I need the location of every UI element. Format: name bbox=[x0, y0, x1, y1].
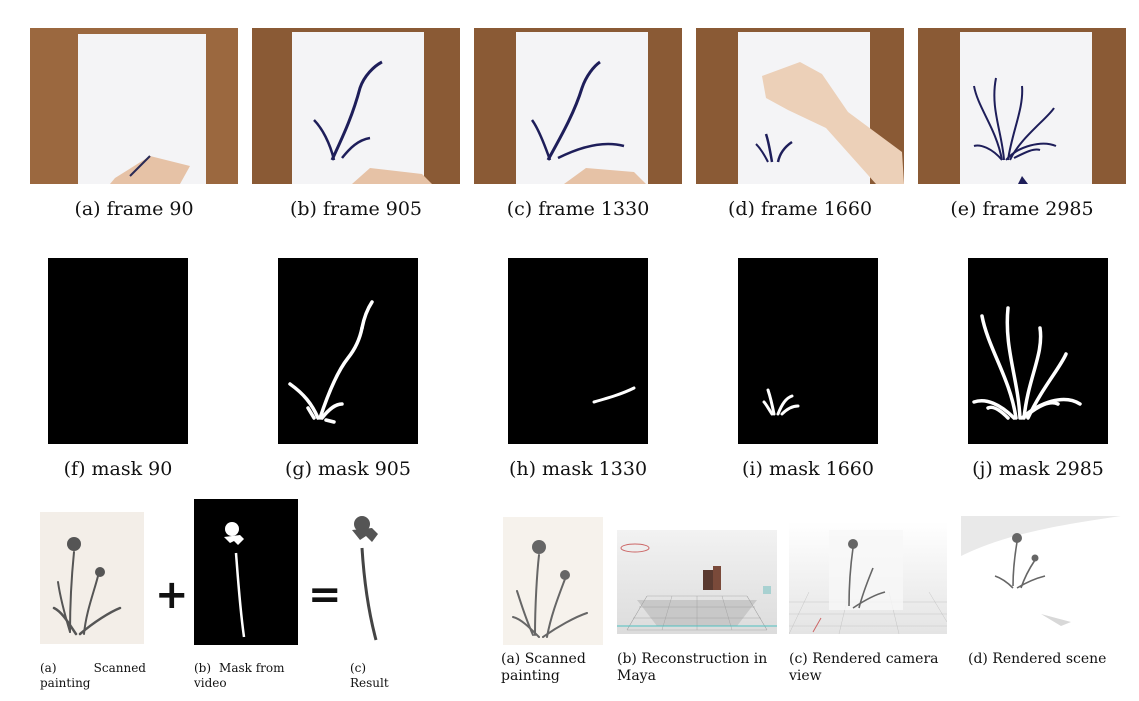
frame-caption: (d) frame 1660 bbox=[727, 198, 873, 220]
mask-1330 bbox=[508, 258, 648, 444]
mask-caption: (f) mask 90 bbox=[63, 458, 173, 480]
right-caption-scanned: (a) Scanned painting bbox=[501, 651, 586, 684]
plus-symbol: + bbox=[155, 572, 189, 618]
frame-caption: (a) frame 90 bbox=[74, 198, 194, 220]
video-frame-90 bbox=[30, 28, 238, 184]
video-frame-905 bbox=[252, 28, 460, 184]
scanned-painting-right-image bbox=[503, 517, 603, 645]
left-caption-mask: (b) Mask from video bbox=[194, 661, 285, 690]
result-image bbox=[342, 510, 398, 646]
mask-90 bbox=[48, 258, 188, 444]
mask-1660 bbox=[738, 258, 878, 444]
frame-caption: (c) frame 1330 bbox=[506, 198, 650, 220]
equals-symbol: = bbox=[308, 572, 342, 618]
maya-reconstruction-image bbox=[617, 530, 777, 634]
frame-caption: (e) frame 2985 bbox=[950, 198, 1094, 220]
right-caption-rendered-scene: (d) Rendered scene bbox=[968, 651, 1107, 667]
video-frame-2985 bbox=[918, 28, 1126, 184]
video-mask-image bbox=[194, 499, 298, 645]
mask-caption: (i) mask 1660 bbox=[742, 458, 874, 480]
scanned-painting-image bbox=[40, 512, 144, 644]
video-frame-1330 bbox=[474, 28, 682, 184]
frame-caption: (b) frame 905 bbox=[289, 198, 423, 220]
mask-caption: (h) mask 1330 bbox=[508, 458, 648, 480]
mask-2985 bbox=[968, 258, 1108, 444]
mask-905 bbox=[278, 258, 418, 444]
rendered-camera-view-image bbox=[789, 522, 947, 634]
right-caption-camera-view: (c) Rendered camera view bbox=[789, 651, 939, 684]
rendered-scene-image bbox=[961, 516, 1121, 634]
video-frame-1660 bbox=[696, 28, 904, 184]
mask-caption: (j) mask 2985 bbox=[972, 458, 1104, 480]
left-caption-result: (c) Result bbox=[350, 661, 389, 690]
right-caption-reconstruction: (b) Reconstruction in Maya bbox=[617, 651, 768, 684]
mask-caption: (g) mask 905 bbox=[285, 458, 411, 480]
left-caption-scanned: (a) Scanned painting bbox=[40, 661, 146, 690]
